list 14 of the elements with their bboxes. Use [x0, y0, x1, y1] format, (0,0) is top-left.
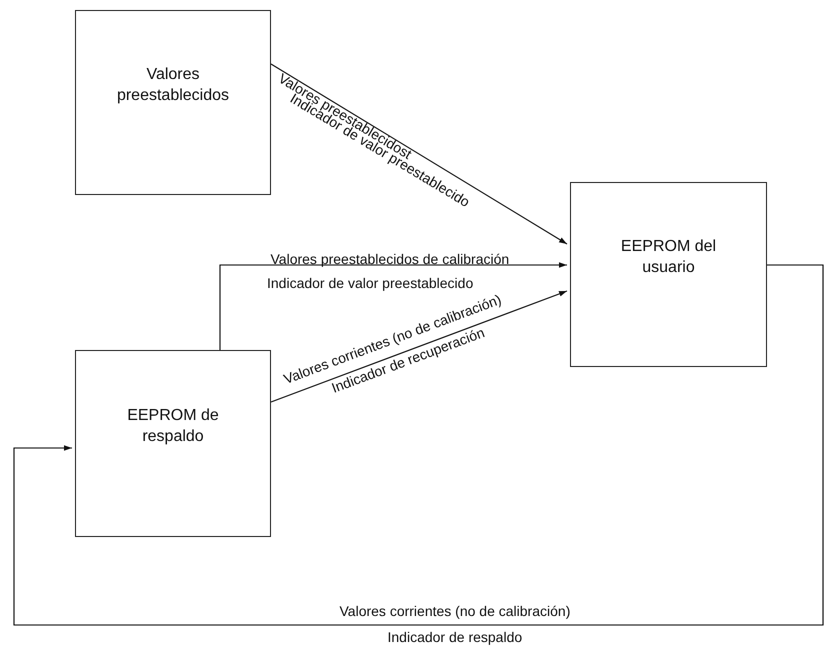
process-box: [75, 350, 271, 537]
arrow: [13, 264, 824, 626]
signal-label: Indicador de respaldo: [388, 629, 522, 646]
edge-label: Valores corrientes (no de calibración): [340, 603, 570, 620]
edge-label: Valores preestablecidos de calibración: [270, 251, 510, 268]
process-box: [75, 10, 271, 195]
arrow: [219, 262, 567, 350]
arrow: [270, 290, 568, 403]
arrow: [270, 64, 568, 244]
box-label: Valores preestablecidos: [116, 64, 230, 106]
box-label: EEPROM del usuario: [620, 236, 718, 278]
box-label: EEPROM de respaldo: [126, 406, 220, 446]
signal-label: Indicador de valor preestablecido: [267, 275, 474, 292]
process-box: [570, 182, 767, 367]
